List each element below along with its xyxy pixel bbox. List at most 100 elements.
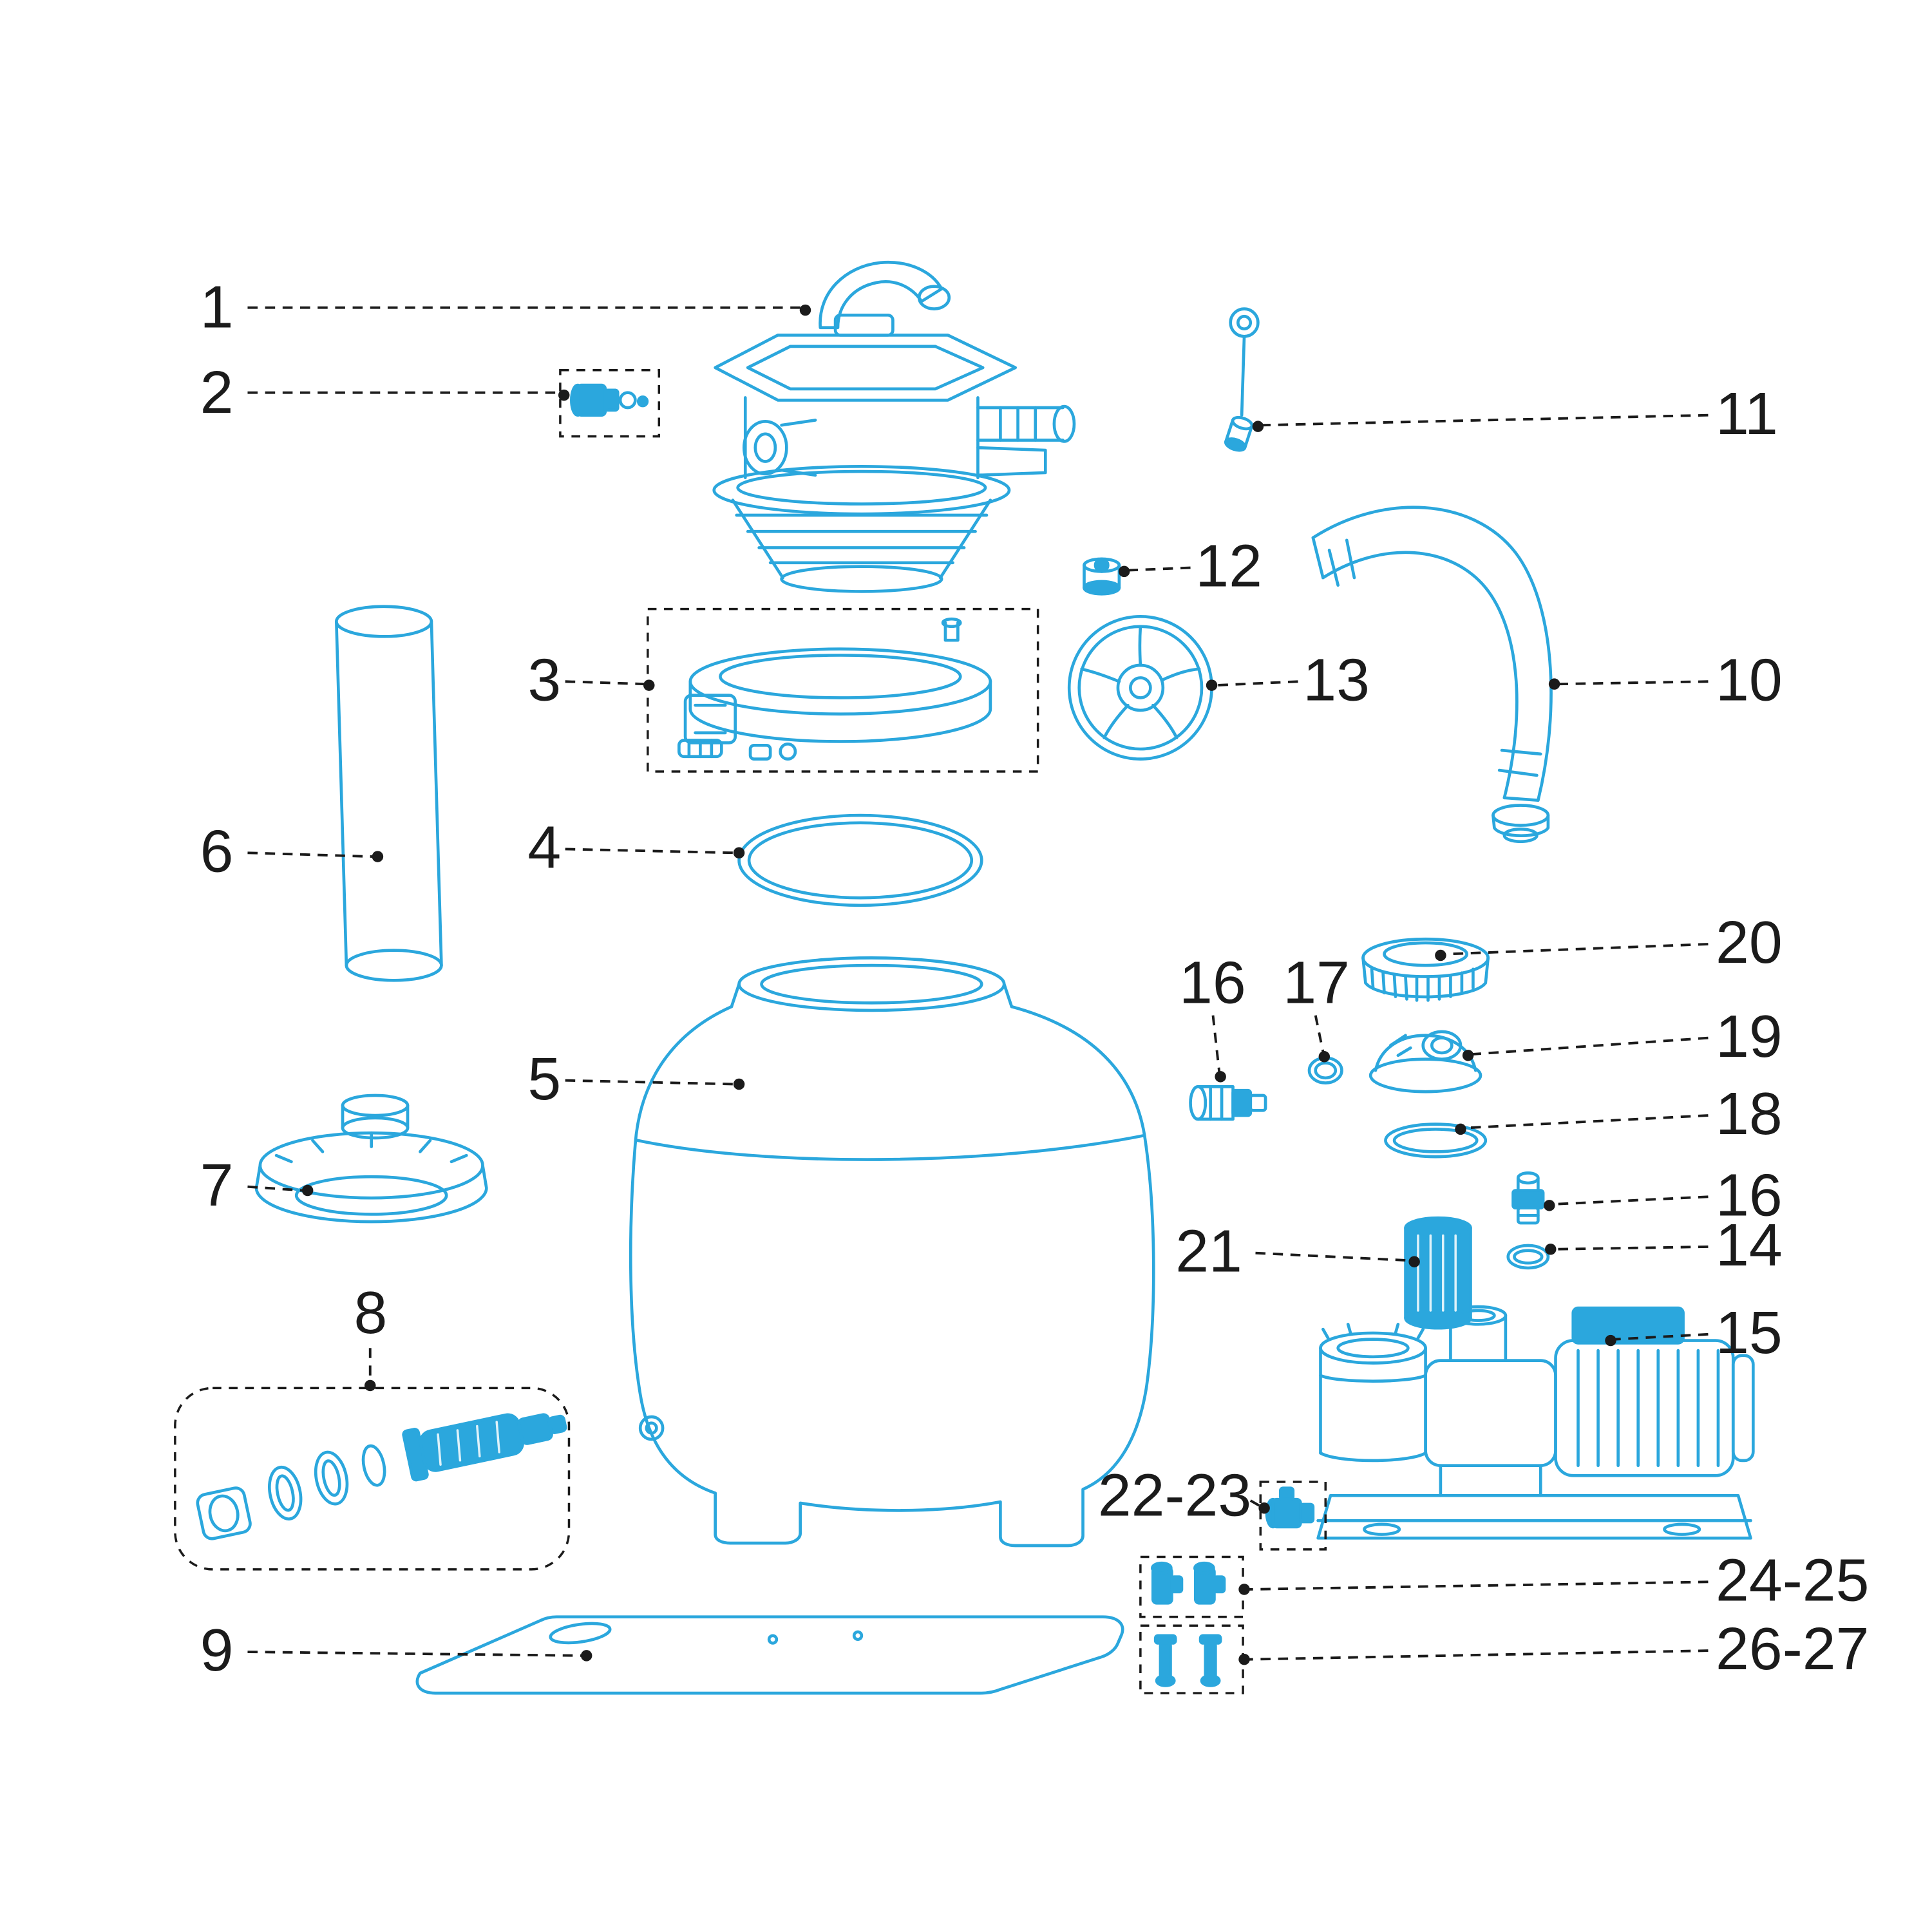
leader-14 [1555, 1245, 1709, 1251]
leader-20 [1445, 943, 1709, 956]
part-filter-cartridge [1404, 1216, 1472, 1330]
callout-7: 7 [200, 1151, 234, 1218]
leader-dot [1215, 1071, 1226, 1083]
callout-18: 18 [1716, 1080, 1783, 1147]
leader-19 [1473, 1036, 1709, 1056]
leader-lines [247, 306, 1709, 1661]
callout-3: 3 [527, 646, 561, 713]
leader-dot [733, 847, 745, 859]
callout-5: 5 [527, 1045, 561, 1112]
leader-7 [247, 1185, 303, 1192]
callout-19: 19 [1716, 1003, 1783, 1070]
leader-10 [1559, 680, 1709, 686]
leader-15 [1615, 1332, 1709, 1341]
leader-dot [372, 851, 384, 862]
leader-24-25 [1249, 1580, 1709, 1591]
part-small-o-ring [1506, 1244, 1550, 1270]
leader-22-23 [1249, 1499, 1260, 1507]
callout-2: 2 [200, 359, 234, 426]
leader-dot [1238, 1653, 1250, 1665]
callout-12: 12 [1195, 533, 1262, 600]
callout-16a: 16 [1179, 949, 1246, 1016]
leader-dot [365, 1379, 376, 1392]
callout-21: 21 [1175, 1218, 1242, 1285]
part-base-plate [415, 1615, 1124, 1695]
leader-18 [1465, 1114, 1709, 1130]
part-tank-o-ring [737, 813, 983, 907]
part-hose-adapter-b [1511, 1171, 1545, 1225]
part-small-fitting [570, 383, 649, 417]
leader-dot [733, 1078, 745, 1090]
leader-4 [565, 848, 734, 855]
callout-4: 4 [527, 814, 561, 881]
leader-17 [1314, 1015, 1325, 1052]
leader-dot [1544, 1200, 1555, 1211]
group-box-part-22-23 [1259, 1481, 1327, 1551]
leader-dot [1548, 678, 1560, 690]
part-hose-adapter-a [1189, 1085, 1267, 1121]
leader-13 [1217, 680, 1298, 687]
part-fitting-pair [1150, 1561, 1226, 1605]
leader-dot [301, 1184, 314, 1197]
callout-10: 10 [1716, 646, 1783, 713]
callout-8: 8 [354, 1279, 388, 1346]
leader-dot [1118, 565, 1130, 578]
leader-dot [1408, 1256, 1420, 1267]
callout-11: 11 [1716, 380, 1778, 447]
part-drain-assembly [196, 1413, 567, 1540]
group-box-part-3 [647, 607, 1039, 773]
leader-dot [1318, 1051, 1331, 1063]
part-multiport-valve [712, 260, 1076, 593]
part-standpipe [335, 605, 443, 982]
callout-22-23: 22-23 [1098, 1461, 1251, 1528]
leader-16b [1554, 1195, 1709, 1206]
leader-11 [1263, 413, 1709, 427]
leader-dot [1462, 1050, 1474, 1061]
part-elbow-fitting [1265, 1486, 1315, 1529]
leader-dot [1435, 949, 1446, 961]
part-lid-o-ring [1384, 1122, 1488, 1159]
callout-26-27: 26-27 [1716, 1615, 1869, 1682]
leader-dot [643, 679, 655, 691]
part-tank-clamp-ring [677, 617, 992, 761]
leader-dot [1455, 1123, 1466, 1135]
callout-24-25: 24-25 [1716, 1546, 1869, 1613]
part-pull-pin [1224, 307, 1260, 452]
callout-14: 14 [1716, 1211, 1783, 1278]
leader-9 [247, 1651, 582, 1657]
leader-26-27 [1249, 1649, 1709, 1661]
callout-6: 6 [200, 817, 234, 884]
leader-dot [1605, 1334, 1616, 1347]
callout-17: 17 [1283, 949, 1350, 1016]
leader-dot [1238, 1584, 1250, 1595]
leader-dot [1206, 679, 1218, 691]
group-box-part-2 [559, 369, 661, 438]
part-valve-body [1368, 1030, 1482, 1094]
part-strainer-grid [1067, 614, 1213, 761]
leader-12 [1129, 566, 1191, 572]
part-pump-lid-cap [1361, 937, 1490, 1002]
callout-1: 1 [200, 274, 234, 341]
callout-9: 9 [200, 1616, 234, 1683]
callout-16b: 16 [1716, 1161, 1783, 1228]
leader-dot [558, 389, 570, 401]
part-diffuser [254, 1094, 488, 1224]
leader-dot [1252, 421, 1264, 432]
callout-20: 20 [1716, 909, 1783, 976]
leader-dot [1258, 1502, 1270, 1514]
leader-21 [1255, 1251, 1410, 1262]
part-drain-plug [1083, 557, 1121, 596]
leader-16a [1211, 1015, 1221, 1072]
leader-dot [1545, 1244, 1557, 1255]
part-filter-tank [629, 956, 1155, 1548]
part-pin-pair [1153, 1634, 1222, 1687]
leader-6 [247, 851, 373, 858]
leader-5 [565, 1079, 734, 1086]
callout-labels: 1 2 3 4 5 6 7 8 9 10 11 12 13 14 15 16 1… [200, 274, 1870, 1683]
part-hose [1311, 506, 1553, 844]
leader-dot [580, 1650, 592, 1662]
group-box-part-8 [174, 1387, 571, 1571]
part-pump [1316, 1305, 1755, 1540]
